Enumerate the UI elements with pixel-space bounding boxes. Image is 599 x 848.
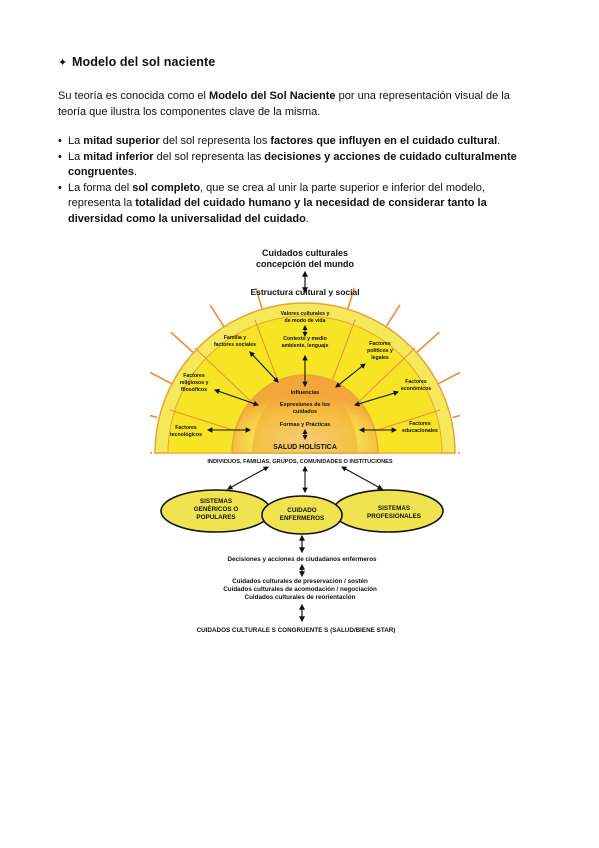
center-holistic-health: SALUD HOLÍSTICA [273, 442, 337, 451]
bullet-item: La mitad superior del sol representa los… [58, 134, 528, 150]
bullet-item: La forma del sol completo, que se crea a… [58, 181, 528, 228]
result-label: CUIDADOS CULTURALE S CONGRUENTE S (SALUD… [197, 627, 396, 634]
inner-core-arch [252, 385, 358, 453]
sun-ray [412, 331, 440, 357]
intro-bold-1: Modelo del Sol Naciente [209, 90, 336, 102]
sun-ray [452, 414, 460, 419]
influence-arrows [206, 351, 400, 433]
individuals-label: INDIVIDUOS, FAMILIAS, GRUPOS, COMUNIDADE… [207, 459, 392, 465]
page-heading: ✦ Modelo del sol naciente [58, 55, 215, 69]
intro-paragraph: Su teoría es conocida como el Modelo del… [58, 89, 528, 120]
decisions-label: Decisiones y acciones de ciudadanos enfe… [227, 556, 377, 563]
heading-title: Modelo del sol naciente [72, 55, 216, 69]
care-modes-list: Cuidados culturales de preservación / so… [223, 578, 377, 601]
sun-ray [150, 371, 173, 385]
sun-ray [170, 331, 198, 357]
bullet-item: La mitad inferior del sol representa las… [58, 150, 528, 181]
sun-ray [150, 414, 158, 419]
center-influences: Influencias [291, 390, 320, 396]
intro-text-2: por una representación visual de la teor… [58, 90, 510, 118]
four-point-star-icon: ✦ [58, 57, 68, 69]
bullet-list: La mitad superior del sol representa los… [58, 134, 528, 227]
intro-text-1: Su teoría es conocida como el [58, 90, 210, 102]
center-forms: Formas y Prácticas [280, 422, 330, 428]
system-arrows [227, 465, 383, 494]
structure-label: Estructura cultural y social [250, 287, 359, 297]
nursing-care-ellipse [261, 495, 343, 535]
sun-ray [437, 371, 460, 385]
